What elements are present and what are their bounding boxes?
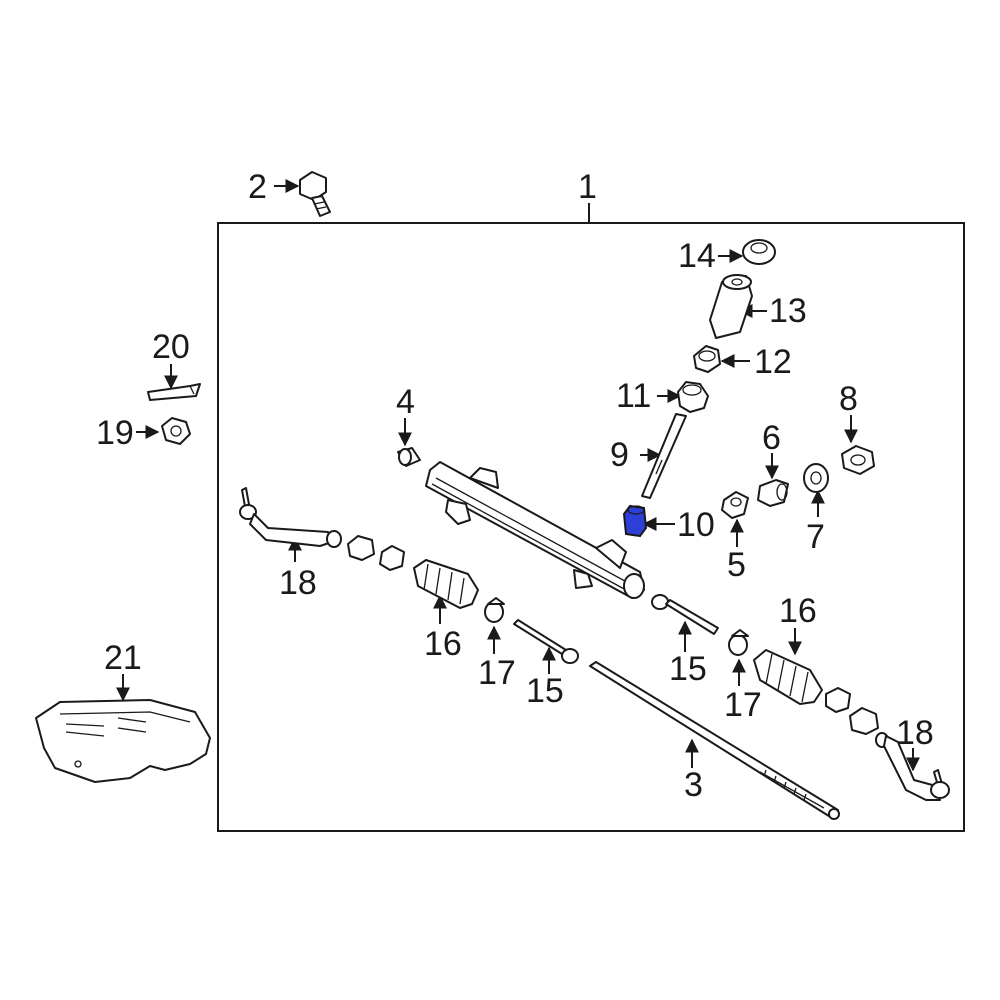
jam-nut-left xyxy=(347,535,375,561)
callout-20: 20 xyxy=(152,328,190,366)
callout-15-left: 15 xyxy=(526,672,564,710)
highlighted-part-fill xyxy=(622,504,648,538)
locknut-part-8 xyxy=(841,445,875,475)
callout-3: 3 xyxy=(684,766,703,804)
heat-shield-part-21 xyxy=(35,699,211,783)
clamp-right-part-17 xyxy=(728,629,749,656)
washer-part-12 xyxy=(693,345,721,373)
inner-tie-rod-left-part-15 xyxy=(513,619,579,664)
pinion-shaft-part-9 xyxy=(641,413,687,499)
callout-9: 9 xyxy=(610,436,629,474)
callout-17-left: 17 xyxy=(478,654,516,692)
callout-10: 10 xyxy=(677,506,715,544)
callout-8: 8 xyxy=(839,380,858,418)
leader-arrows xyxy=(116,179,920,772)
callout-2: 2 xyxy=(248,168,267,206)
callout-16-right: 16 xyxy=(779,592,817,630)
ring-part-7 xyxy=(803,463,829,493)
callout-4: 4 xyxy=(396,383,415,421)
callout-18-left: 18 xyxy=(279,564,317,602)
spring-part-5 xyxy=(721,491,749,519)
callout-16-left: 16 xyxy=(424,625,462,663)
callout-13: 13 xyxy=(769,292,807,330)
callout-5: 5 xyxy=(727,546,746,584)
clip-part-20 xyxy=(147,383,201,401)
boot-clamp-right xyxy=(825,687,851,713)
callout-21: 21 xyxy=(104,639,142,677)
yoke-part-6 xyxy=(757,479,789,507)
clamp-left-part-17 xyxy=(484,597,505,623)
callout-15-center: 15 xyxy=(669,650,707,688)
rack-bar-part-3 xyxy=(589,661,840,820)
callout-6: 6 xyxy=(762,419,781,457)
callout-12: 12 xyxy=(754,343,792,381)
jam-nut-right xyxy=(849,707,879,735)
rack-housing xyxy=(425,461,645,599)
callout-18-right: 18 xyxy=(896,714,934,752)
callout-19: 19 xyxy=(96,414,134,452)
callout-1: 1 xyxy=(578,168,597,206)
inner-tie-rod-center-part-15 xyxy=(651,594,719,635)
hex-nut-part-19 xyxy=(161,417,191,445)
yoke-plug-part-10-highlighted xyxy=(622,504,648,538)
tie-rod-end-right-part-18 xyxy=(875,732,950,801)
callout-14: 14 xyxy=(678,237,716,275)
callout-11: 11 xyxy=(616,377,651,415)
callout-17-right: 17 xyxy=(724,686,762,724)
boot-right-part-16 xyxy=(753,649,823,705)
sleeve-part-13 xyxy=(709,274,753,339)
seal-part-11 xyxy=(677,381,709,413)
boot-clamp-left xyxy=(379,545,405,571)
bushing-part-4 xyxy=(397,447,421,467)
bolt-part-2 xyxy=(299,171,331,217)
boot-left-part-16 xyxy=(413,559,479,609)
callout-7: 7 xyxy=(806,518,825,556)
tie-rod-end-left-part-18 xyxy=(239,487,342,548)
assembly-frame xyxy=(217,222,965,832)
cap-part-14 xyxy=(742,239,776,265)
